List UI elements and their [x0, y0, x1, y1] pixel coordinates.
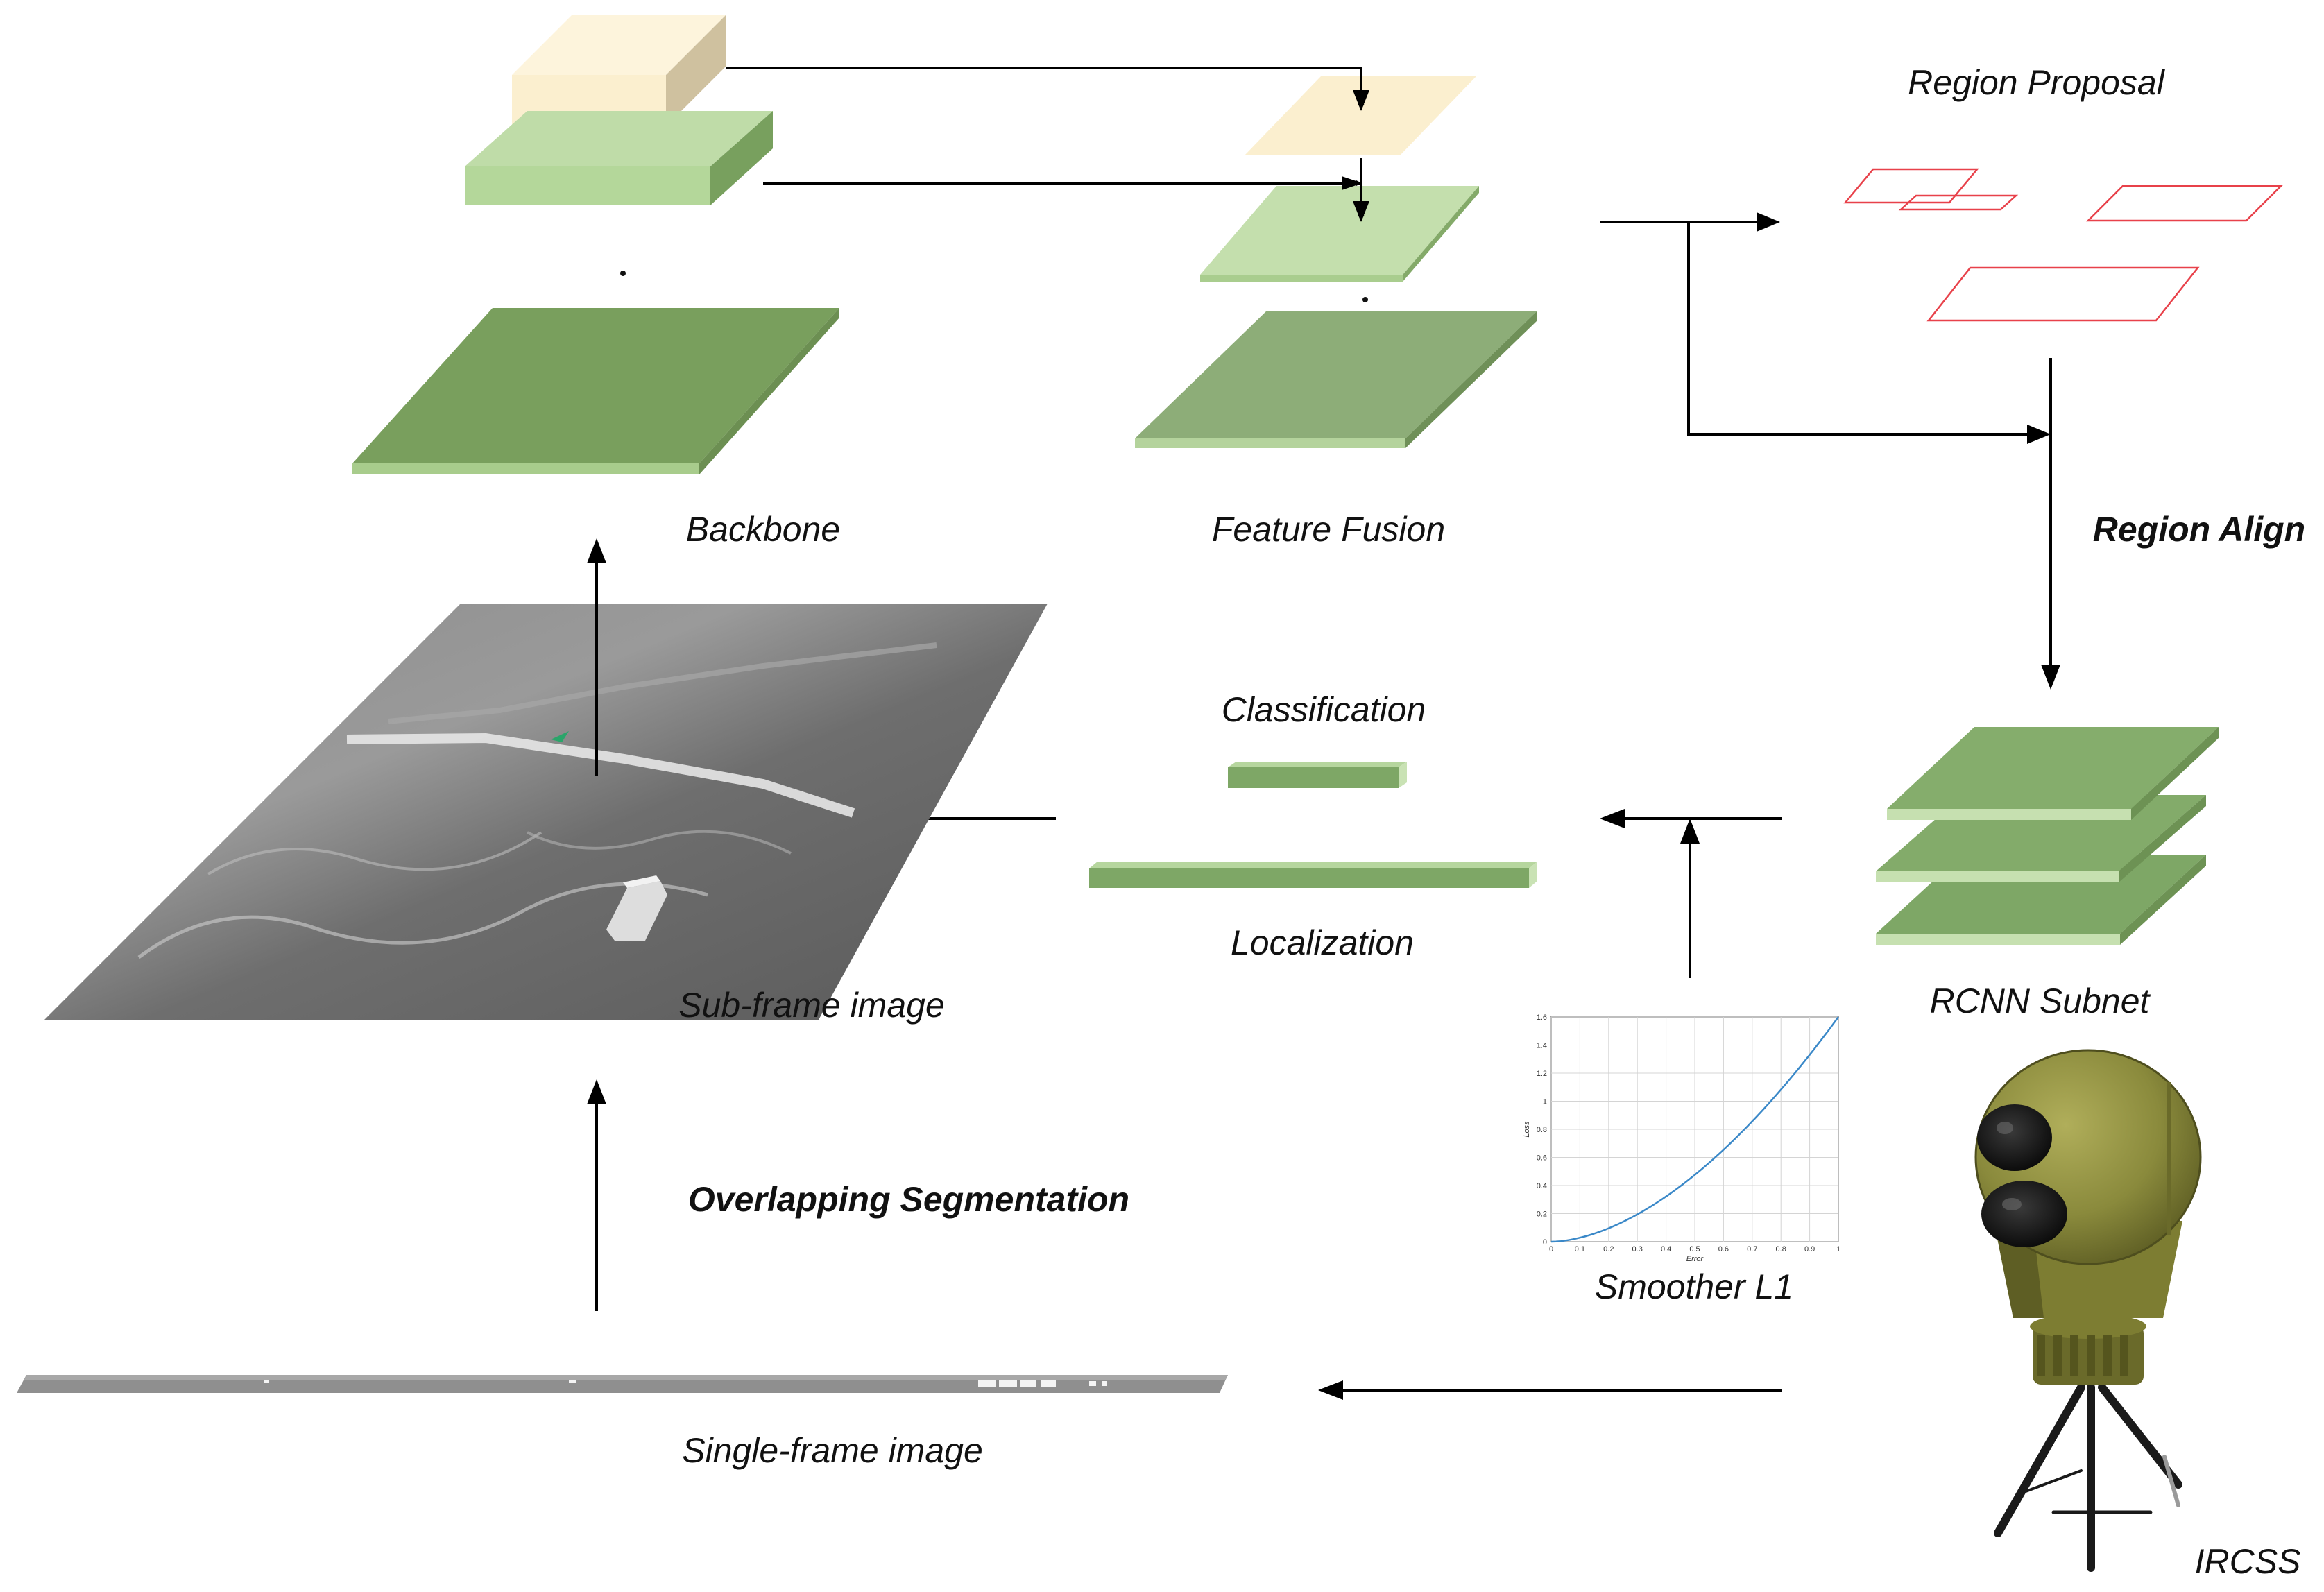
feature-fusion-label: Feature Fusion: [1212, 510, 1445, 549]
single-frame-image-label: Single-frame image: [682, 1431, 983, 1470]
loss-curve: [1550, 1016, 1840, 1243]
feature-fusion-block: Feature Fusion: [1135, 76, 1537, 549]
subframe-to-backbone-arrow: [587, 538, 606, 776]
ircss-camera: IRCSS: [1974, 1049, 2301, 1581]
region-proposal-label: Region Proposal: [1908, 63, 2166, 102]
backbone-block: Backbone: [352, 15, 840, 549]
backbone-layer-bottom: [352, 308, 839, 474]
y-tick-label: 0.8: [1537, 1126, 1547, 1134]
plot-grid: [1550, 1016, 1839, 1242]
plot-ylabel: Loss: [1523, 1121, 1531, 1138]
y-tick-label: 1.6: [1537, 1013, 1547, 1022]
fusion-to-rpn-connector: [1600, 221, 2052, 666]
sub-frame-image: Sub-frame image: [44, 604, 1048, 1025]
camera-to-singleframe-arrow: [1318, 1380, 1782, 1400]
rcnn-subnet-block: RCNN Subnet: [1876, 727, 2219, 1020]
y-tick-label: 1: [1543, 1098, 1547, 1106]
fusion-layer-bottom: [1135, 311, 1537, 448]
x-tick-label: 1: [1836, 1245, 1840, 1253]
proposal-box-2: [1898, 194, 2019, 211]
backbone-label: Backbone: [686, 510, 840, 549]
x-tick-label: 0.4: [1661, 1245, 1671, 1253]
plot-xlabel: Error: [1686, 1255, 1704, 1263]
plot-ticks: 0 0.1 0.2 0.3 0.4 0.5 0.6 0.7 0.8 0.9 1 0 0.2 0.4 0.6 0…: [1537, 1013, 1840, 1253]
x-tick-label: 0.8: [1776, 1245, 1786, 1253]
single-frame-image: Single-frame image: [17, 1375, 1228, 1470]
arrowheads-lateral: [1342, 90, 1369, 222]
y-tick-label: 0.6: [1537, 1154, 1547, 1163]
arrowheads-heads: [1600, 809, 1700, 844]
y-tick-label: 0.4: [1537, 1182, 1547, 1190]
x-tick-label: 0: [1549, 1245, 1553, 1253]
rcnn-subnet-label: RCNN Subnet: [1930, 982, 2151, 1020]
x-tick-label: 0.5: [1689, 1245, 1700, 1253]
localization-head: Localization: [1089, 862, 1537, 962]
singleframe-to-subframe-arrow: [587, 1079, 606, 1311]
x-tick-label: 0.3: [1632, 1245, 1643, 1253]
y-tick-label: 1.2: [1537, 1070, 1547, 1078]
backbone-layer-top: [512, 15, 726, 126]
smoother-l1-plot: 0 0.1 0.2 0.3 0.4 0.5 0.6 0.7 0.8 0.9 1 0 0.2 0.4 0.6 0…: [1523, 1013, 1840, 1306]
overlapping-segmentation-label: Overlapping Segmentation: [688, 1180, 1129, 1219]
x-tick-label: 0.6: [1718, 1245, 1729, 1253]
fusion-layer-middle: [1200, 186, 1479, 282]
lateral-arrow-top: [726, 67, 1365, 110]
localization-label: Localization: [1231, 923, 1414, 962]
visible-lens-icon: [1981, 1181, 2067, 1247]
sub-frame-image-label: Sub-frame image: [678, 986, 945, 1025]
fusion-layer-top: [1245, 76, 1476, 155]
region-align-label: Region Align: [2093, 510, 2305, 549]
x-tick-label: 0.7: [1747, 1245, 1757, 1253]
classification-label: Classification: [1222, 690, 1426, 729]
y-tick-label: 0.2: [1537, 1210, 1547, 1219]
region-proposal-block: Region Proposal: [1843, 63, 2284, 322]
x-tick-label: 0.2: [1603, 1245, 1614, 1253]
proposal-box-1: [1843, 168, 1979, 204]
smoother-l1-label: Smoother L1: [1595, 1267, 1793, 1306]
target-marker-icon: [551, 731, 569, 742]
x-tick-label: 0.9: [1804, 1245, 1815, 1253]
proposal-box-4: [1926, 266, 2200, 322]
ir-lens-icon: [1977, 1104, 2052, 1171]
ircss-label: IRCSS: [2195, 1542, 2301, 1581]
x-tick-label: 0.1: [1575, 1245, 1585, 1253]
y-tick-label: 0: [1543, 1238, 1547, 1247]
rcnn-to-heads-connector: [1623, 817, 1782, 978]
y-tick-label: 1.4: [1537, 1042, 1547, 1050]
rcnn-layer-1: [1887, 727, 2219, 820]
proposal-box-3: [2085, 185, 2284, 222]
arrowheads-rpn: [1757, 212, 2060, 690]
classification-head: Classification: [1222, 690, 1426, 788]
backbone-layer-2: [465, 111, 773, 205]
